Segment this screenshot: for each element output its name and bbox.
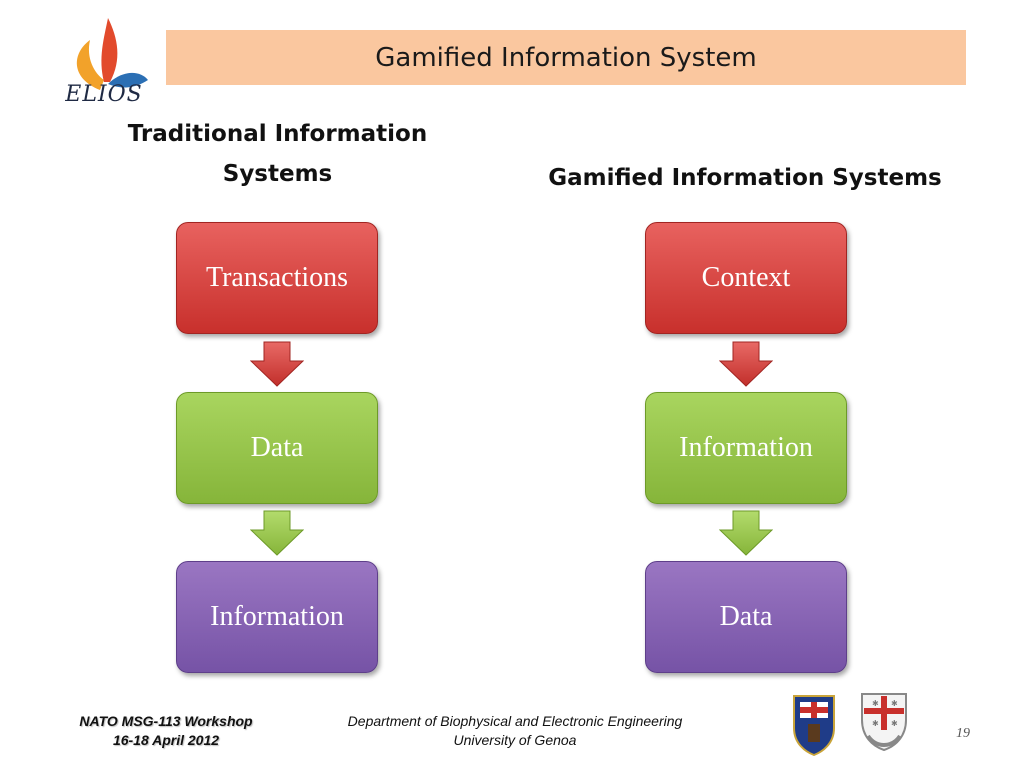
down-arrow-icon <box>250 510 304 556</box>
down-arrow-icon <box>250 341 304 387</box>
left-box-data: Data <box>176 392 378 504</box>
right-box-data: Data <box>645 561 847 673</box>
right-column-heading: Gamified Information Systems <box>548 165 942 191</box>
footer-department-name: Department of Biophysical and Electronic… <box>347 713 683 729</box>
elios-logo-icon <box>76 18 148 90</box>
left-heading-line2: Systems <box>222 161 333 187</box>
left-box-transactions: Transactions <box>176 222 378 334</box>
svg-text:✱: ✱ <box>872 699 879 708</box>
logo-text: ELIOS <box>65 82 143 107</box>
down-arrow-icon <box>719 341 773 387</box>
left-box-information: Information <box>176 561 378 673</box>
svg-text:✱: ✱ <box>872 719 879 728</box>
footer-workshop: NATO MSG-113 Workshop 16-18 April 2012 <box>60 712 272 750</box>
svg-text:✱: ✱ <box>891 719 898 728</box>
page-number: 19 <box>956 726 970 741</box>
svg-text:✱: ✱ <box>891 699 898 708</box>
crest-icon <box>793 695 835 756</box>
crest-icon: ✱ ✱ ✱ ✱ <box>861 693 907 752</box>
footer-department: Department of Biophysical and Electronic… <box>300 712 730 750</box>
footer-university-name: University of Genoa <box>453 732 577 748</box>
right-box-context: Context <box>645 222 847 334</box>
footer-workshop-name: NATO MSG-113 Workshop <box>79 713 253 729</box>
right-box-information: Information <box>645 392 847 504</box>
left-column-heading: Traditional Information Systems <box>100 114 455 194</box>
down-arrow-icon <box>719 510 773 556</box>
slide-title: Gamified Information System <box>166 30 966 85</box>
footer-workshop-date: 16-18 April 2012 <box>112 732 220 748</box>
left-heading-line1: Traditional Information <box>127 121 428 147</box>
